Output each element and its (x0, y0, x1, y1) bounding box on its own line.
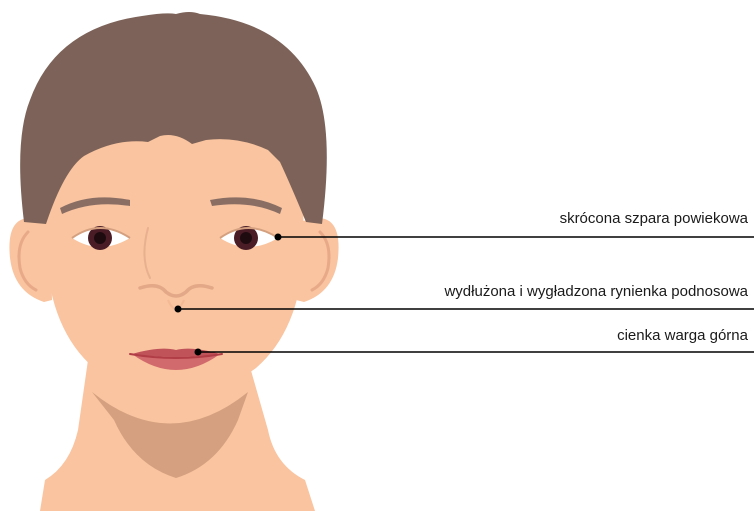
pointer-dot-eye (275, 234, 282, 241)
annotation-eye (275, 234, 754, 241)
label-philtrum: wydłużona i wygładzona rynienka podnosow… (444, 284, 748, 299)
pointer-dot-lip (195, 349, 202, 356)
left-pupil (94, 232, 106, 244)
label-upper-lip: cienka warga górna (617, 328, 748, 343)
label-palpebral-fissure: skrócona szpara powiekowa (560, 211, 748, 226)
annotation-lip (195, 349, 754, 356)
pointer-dot-philtrum (175, 306, 182, 313)
left-ear (9, 218, 52, 302)
right-pupil (240, 232, 252, 244)
